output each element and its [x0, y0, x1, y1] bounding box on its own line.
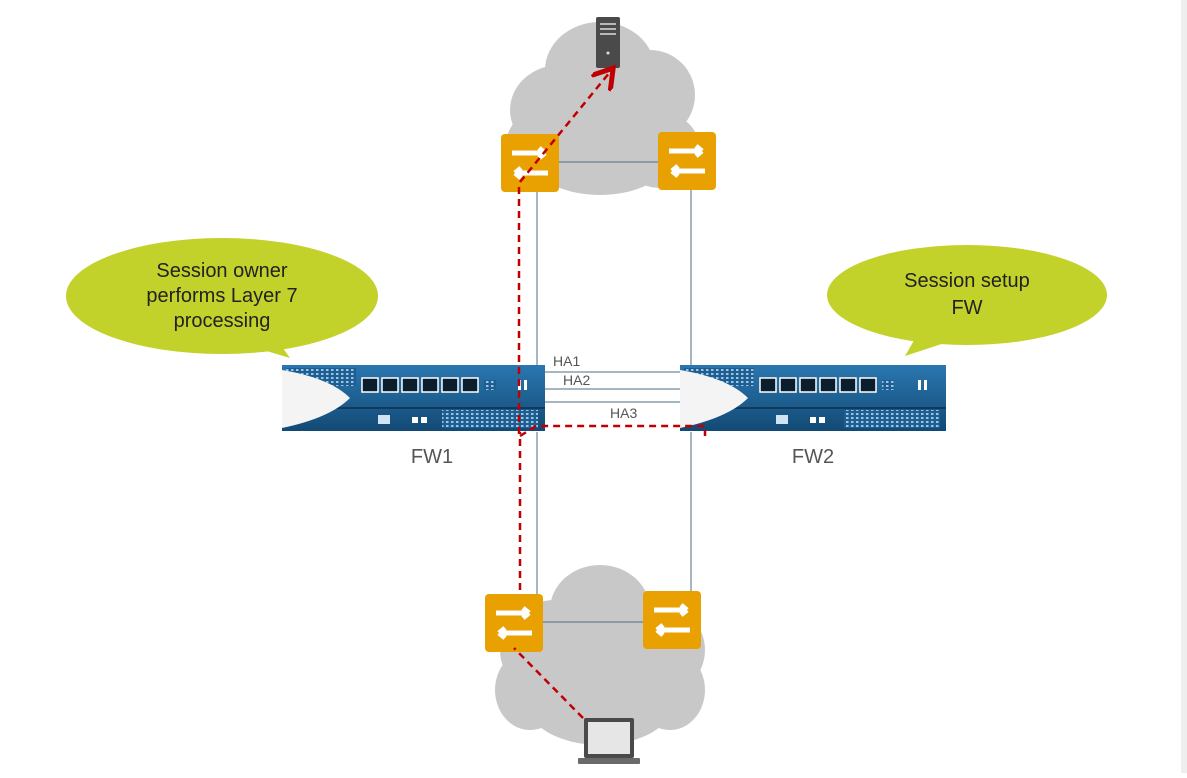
fw1-label: FW1	[411, 446, 453, 468]
ha3-label: HA3	[610, 405, 637, 421]
callout-line-3: processing	[174, 310, 271, 332]
callout-line-2: performs Layer 7	[146, 285, 297, 307]
fw2-label: FW2	[792, 446, 834, 468]
path-laptop-to-switch	[513, 647, 584, 719]
firewall-fw2	[680, 365, 946, 431]
laptop-icon	[578, 718, 640, 764]
callout-session-setup: Session setup FW	[827, 245, 1107, 356]
switch-top-left	[501, 134, 559, 192]
callout-right-line-2: FW	[951, 297, 982, 319]
server-icon	[596, 17, 620, 68]
bottom-cloud	[495, 565, 705, 745]
ha2-label: HA2	[563, 372, 590, 388]
callout-right-line-1: Session setup	[904, 270, 1030, 292]
callout-line-1: Session owner	[156, 260, 288, 282]
network-links	[536, 161, 692, 623]
switch-top-right	[658, 132, 716, 190]
path-ha3-to-fw2	[519, 424, 707, 438]
ha1-label: HA1	[553, 353, 580, 369]
firewall-fw1	[282, 365, 545, 431]
path-fw1-to-top-switch	[517, 181, 522, 434]
switch-bottom-right	[643, 591, 701, 649]
switch-bottom-left	[485, 594, 543, 652]
page-edge	[1181, 0, 1187, 773]
packet-path	[513, 72, 707, 719]
ha-links	[545, 371, 685, 403]
callout-session-owner: Session owner performs Layer 7 processin…	[66, 238, 378, 358]
